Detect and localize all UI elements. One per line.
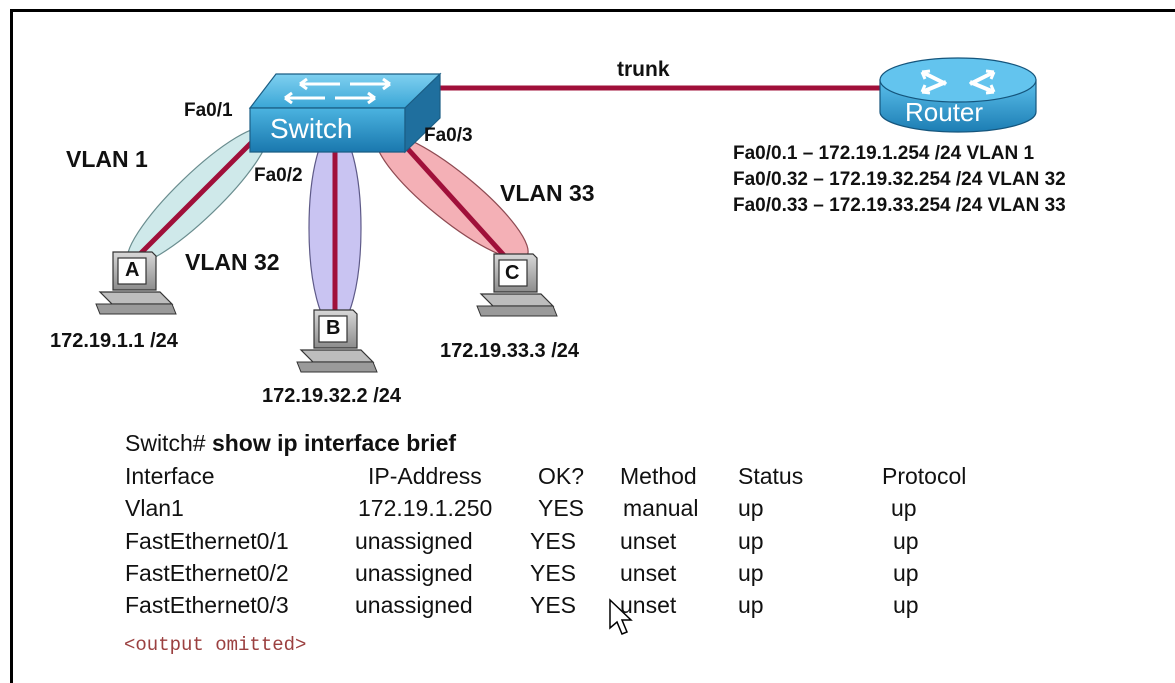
cli-cell-status: up bbox=[738, 528, 764, 554]
cli-cell-status: up bbox=[738, 495, 764, 521]
pc-c-icon[interactable] bbox=[476, 253, 558, 317]
cli-command-line: Switch# show ip interface brief bbox=[125, 430, 456, 457]
vlan1-label: VLAN 1 bbox=[66, 146, 148, 172]
cli-cell-method: unset bbox=[620, 592, 677, 618]
cli-cell-protocol: up bbox=[893, 528, 919, 554]
cli-cell-ip-address: unassigned bbox=[355, 592, 473, 618]
vlan32-label: VLAN 32 bbox=[185, 249, 280, 275]
cli-header-method: Method bbox=[620, 463, 697, 489]
router-label: Router bbox=[905, 97, 984, 127]
cli-cell-ok: YES bbox=[538, 495, 585, 521]
cli-cell-interface: Vlan1 bbox=[125, 495, 184, 521]
pc-b-ip: 172.19.32.2 /24 bbox=[262, 385, 402, 407]
router-subif-32: Fa0/0.32 – 172.19.32.254 /24 VLAN 32 bbox=[733, 169, 1066, 190]
cli-header-interface: Interface bbox=[125, 463, 215, 489]
pc-a-letter: A bbox=[125, 259, 140, 281]
cli-cell-ok: YES bbox=[530, 560, 577, 586]
vlan33-label: VLAN 33 bbox=[500, 180, 595, 206]
pc-c-letter: C bbox=[505, 262, 520, 284]
cli-prompt: Switch# bbox=[125, 430, 206, 456]
router-subif-33: Fa0/0.33 – 172.19.33.254 /24 VLAN 33 bbox=[733, 195, 1066, 216]
port-fa02-label: Fa0/2 bbox=[254, 165, 303, 186]
cli-cell-method: unset bbox=[620, 528, 677, 554]
port-fa01-label: Fa0/1 bbox=[184, 100, 233, 121]
pc-c-ip: 172.19.33.3 /24 bbox=[440, 340, 580, 362]
cli-output-omitted: <output omitted> bbox=[124, 634, 307, 656]
cli-cell-method: manual bbox=[623, 495, 699, 521]
port-fa03-label: Fa0/3 bbox=[424, 125, 473, 146]
cli-cell-interface: FastEthernet0/3 bbox=[125, 592, 289, 618]
cli-cell-interface: FastEthernet0/2 bbox=[125, 560, 289, 586]
router-subif-1: Fa0/0.1 – 172.19.1.254 /24 VLAN 1 bbox=[733, 143, 1035, 164]
cli-header-status: Status bbox=[738, 463, 804, 489]
cli-cell-ip-address: 172.19.1.250 bbox=[358, 495, 493, 521]
pc-b-letter: B bbox=[326, 317, 341, 339]
cli-header-ok: OK? bbox=[538, 463, 585, 489]
cli-cell-ok: YES bbox=[530, 528, 577, 554]
pc-a-ip: 172.19.1.1 /24 bbox=[50, 330, 178, 352]
pc-a-icon[interactable] bbox=[95, 251, 177, 315]
cli-cell-status: up bbox=[738, 592, 764, 618]
cli-cell-ok: YES bbox=[530, 592, 577, 618]
cli-cell-protocol: up bbox=[893, 592, 919, 618]
trunk-label: trunk bbox=[617, 58, 670, 81]
pc-b-icon[interactable] bbox=[296, 309, 378, 373]
link-switch-pc-c bbox=[396, 136, 512, 264]
cli-cell-status: up bbox=[738, 560, 764, 586]
cli-cell-method: unset bbox=[620, 560, 677, 586]
switch-label: Switch bbox=[270, 113, 353, 144]
cli-cell-interface: FastEthernet0/1 bbox=[125, 528, 289, 554]
cli-cell-protocol: up bbox=[891, 495, 917, 521]
mouse-cursor-icon bbox=[609, 598, 633, 635]
diagram-frame bbox=[10, 9, 1175, 683]
link-switch-pc-a bbox=[130, 130, 264, 264]
cli-cell-ip-address: unassigned bbox=[355, 528, 473, 554]
cli-command: show ip interface brief bbox=[211, 430, 457, 456]
switch-icon[interactable] bbox=[248, 72, 442, 154]
cli-header-protocol: Protocol bbox=[882, 463, 967, 489]
cli-cell-ip-address: unassigned bbox=[355, 560, 473, 586]
cli-header-ip-address: IP-Address bbox=[368, 463, 482, 489]
cli-cell-protocol: up bbox=[893, 560, 919, 586]
router-icon[interactable] bbox=[879, 57, 1037, 133]
